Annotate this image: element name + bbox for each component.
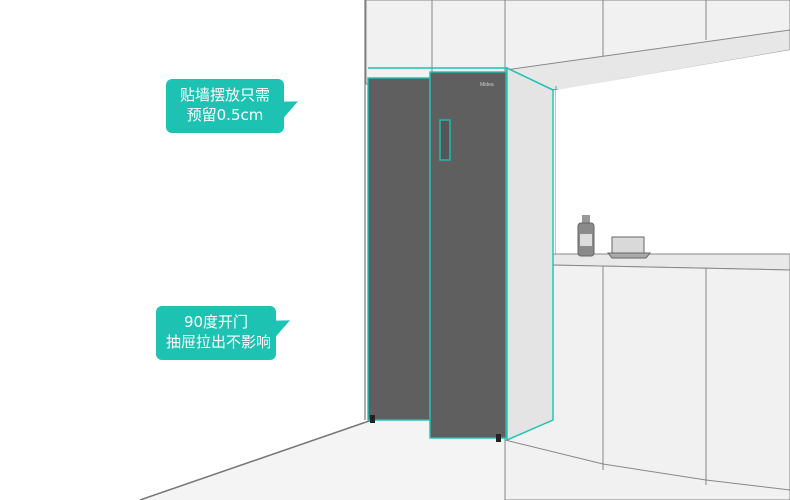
display-panel: [439, 119, 451, 161]
callout-wall-clearance: 贴墙摆放只需 预留0.5cm: [166, 79, 284, 133]
callout-door-opening: 90度开门 抽屉拉出不影响: [156, 306, 276, 360]
brand-logo: Midea: [480, 82, 494, 88]
bottle: [577, 215, 595, 257]
callout-door-line1: 90度开门: [183, 313, 249, 331]
callout-wall-line2: 预留0.5cm: [186, 106, 264, 124]
refrigerator: Midea: [367, 71, 507, 442]
backsplash: [556, 50, 790, 262]
fridge-side-box: [368, 66, 554, 442]
callout-door-line2: 抽屉拉出不影响: [166, 333, 272, 351]
tray: [606, 236, 652, 259]
callout-wall-line1: 贴墙摆放只需: [179, 86, 270, 104]
floor-wall-edge: [139, 419, 373, 500]
